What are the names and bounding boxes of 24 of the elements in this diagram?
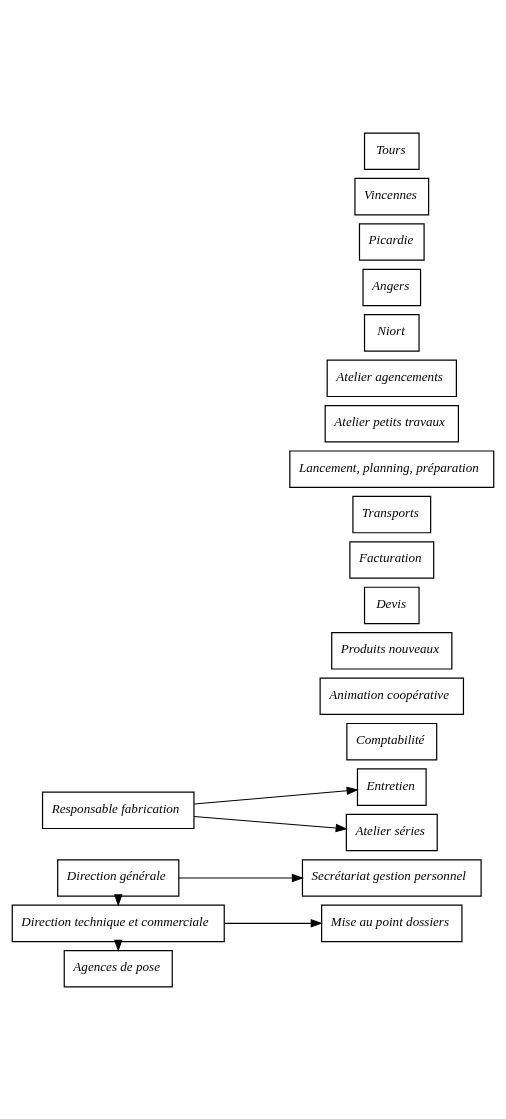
node-box: Animation coopérative	[319, 677, 465, 715]
node-box: Comptabilité	[346, 722, 438, 760]
node-box: Lancement, planning, préparation	[289, 449, 495, 488]
node-box: Atelier agencements	[326, 359, 457, 397]
node-box: Facturation	[349, 540, 435, 579]
node-box: Angers	[362, 268, 422, 306]
node-box: Produits nouveaux	[331, 631, 453, 670]
node-box: Devis	[363, 586, 420, 624]
node-box: Mise au point dossiers	[321, 904, 463, 942]
node-box: Transports	[352, 495, 432, 533]
node-box: Tours	[363, 131, 420, 170]
node-box: Secrétariat gestion personnel	[301, 858, 482, 897]
node-box: Niort	[363, 313, 420, 352]
node-box: Entretien	[356, 767, 427, 806]
node-box: Atelier petits travaux	[324, 404, 459, 442]
arrow	[193, 786, 359, 804]
node-box: Atelier séries	[345, 813, 438, 851]
node-box: Responsable fabrication	[41, 791, 195, 829]
node-box: Picardie	[358, 222, 425, 261]
node-box: Vincennes	[354, 177, 430, 215]
arrow	[178, 873, 304, 882]
arrow	[193, 815, 348, 832]
node-box: Agences de pose	[63, 949, 173, 988]
arrow	[223, 918, 323, 928]
